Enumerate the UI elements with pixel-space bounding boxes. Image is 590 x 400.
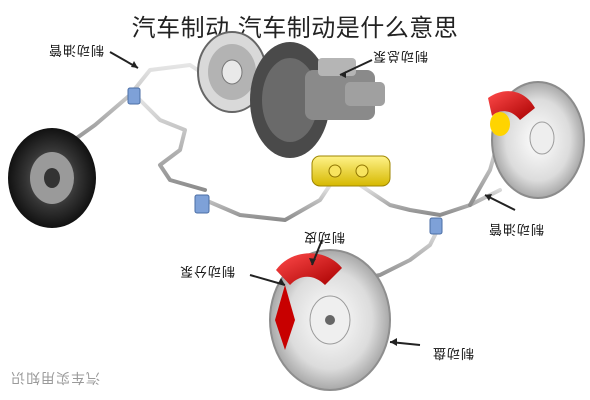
brake-line-left-mid [133,93,207,192]
label-brake-line-top-left: 制动油管 [48,42,105,57]
pipe-connectors [127,87,443,235]
label-brake-pad: 制动皮 [303,229,346,244]
page-title: 汽车制动,汽车制动是什么意思 [131,14,459,42]
label-wheel-cylinder: 制动分泵 [179,263,236,278]
brake-line-center-right [358,183,502,217]
brake-line-left-wheel [58,63,212,152]
label-brake-disc: 制动盘 [432,345,475,360]
proportioning-valve [311,155,391,187]
callout-arrowheads [131,61,492,346]
brake-line-center-left [203,183,332,222]
rear-right-disc-brake [488,81,585,199]
label-master-cylinder: 制动总泵 [372,48,429,63]
drum-brake [197,31,267,113]
brake-lines [58,63,502,282]
label-brake-line-right: 制动油管 [488,221,545,236]
master-cylinder-assembly [250,42,385,158]
front-disc-brake [269,249,391,391]
watermark-text: 汽车实用知识 [10,369,100,385]
left-tire [8,128,96,228]
